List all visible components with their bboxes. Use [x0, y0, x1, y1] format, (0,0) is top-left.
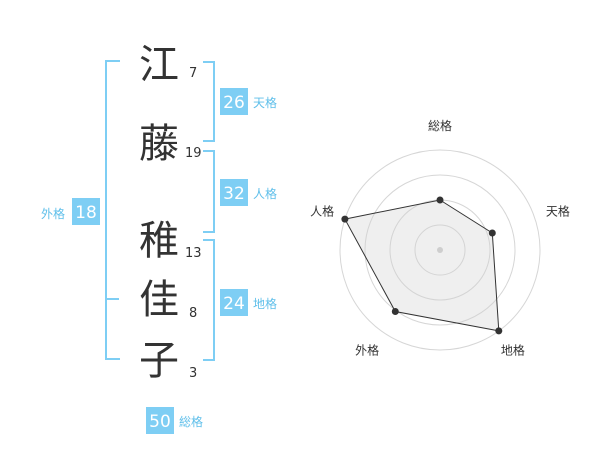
radar-axis-label-1: 総格 [428, 118, 452, 133]
kakusu-brackets [105, 60, 215, 361]
jinkaku-value: 32 [223, 184, 245, 204]
radar-series-area [344, 199, 500, 332]
chikaku-bracket [203, 239, 215, 361]
tenkaku-value: 26 [223, 93, 245, 113]
stroke-count-5: 3 [189, 366, 197, 381]
jinkaku-bracket [203, 150, 215, 233]
gaikaku-value: 18 [75, 203, 97, 223]
gaikaku-bracket [105, 60, 120, 360]
gaikaku-label: 外格 [41, 206, 65, 221]
chikaku-value: 24 [223, 294, 245, 314]
radar-axis-label-3: 地格 [501, 342, 525, 357]
radar-axis-label-2: 天格 [546, 204, 570, 219]
stroke-count-4: 8 [189, 306, 197, 321]
radar-ring-4 [339, 149, 541, 351]
tenkaku-bracket [203, 61, 215, 142]
radar-point-4 [391, 308, 399, 315]
soukaku-badge: 50 総格 [146, 407, 203, 434]
radar-point-1 [436, 196, 444, 204]
radar-point-3 [495, 327, 503, 335]
soukaku-label: 総格 [179, 414, 203, 429]
stroke-count-1: 7 [189, 66, 197, 81]
radar-point-2 [488, 229, 496, 237]
name-characters: 江 7 藤 19 稚 13 佳 8 子 3 [139, 42, 202, 384]
stroke-count-2: 19 [185, 146, 202, 161]
name-char-5: 子 [139, 338, 179, 384]
gaikaku-badge: 外格 18 [41, 198, 100, 225]
jinkaku-label: 人格 [253, 186, 277, 201]
jinkaku-badge: 32 人格 [220, 179, 277, 206]
radar-points [341, 196, 503, 335]
name-char-3: 稚 [139, 218, 179, 264]
radar-axis-label-5: 人格 [310, 204, 334, 219]
soukaku-value: 50 [149, 412, 171, 432]
chikaku-badge: 24 地格 [220, 289, 277, 316]
tenkaku-badge: 26 天格 [220, 88, 277, 115]
tenkaku-label: 天格 [253, 95, 277, 110]
radar-ring-3 [364, 174, 516, 326]
chikaku-label: 地格 [253, 296, 277, 311]
radar-axis-label-4: 外格 [355, 342, 379, 357]
radar-center-dot [437, 247, 443, 253]
stroke-count-3: 13 [185, 246, 202, 261]
radar-point-5 [341, 215, 349, 223]
name-char-2: 藤 [139, 121, 179, 167]
name-char-4: 佳 [139, 277, 179, 323]
radar-ring-1 [414, 224, 466, 276]
name-char-1: 江 [139, 42, 179, 88]
radar-grid [339, 149, 541, 351]
